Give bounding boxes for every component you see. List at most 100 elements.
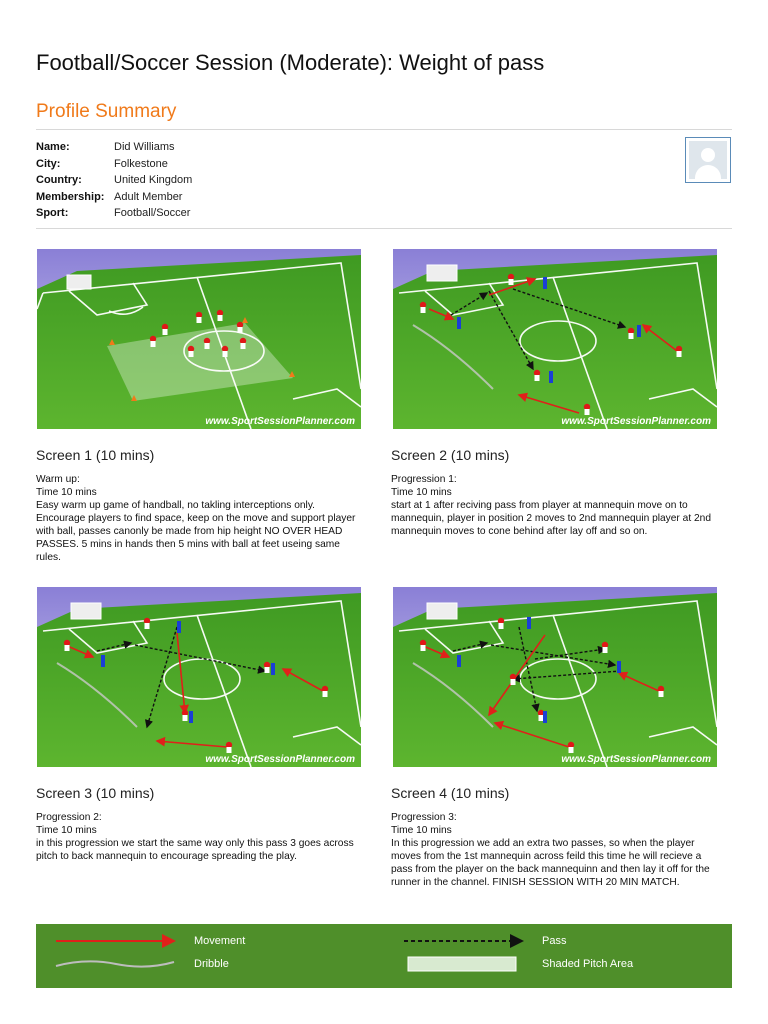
screen-1-description: Warm up: Time 10 mins Easy warm up game …: [36, 473, 366, 564]
player-icon: [509, 673, 517, 685]
profile-table: Name: Did Williams City: Folkestone Countr…: [36, 139, 192, 222]
mannequin-icon: [637, 325, 641, 337]
screen-text-line: Easy warm up game of handball, no taklin…: [36, 500, 356, 563]
watermark: www.SportSessionPlanner.com: [561, 416, 711, 427]
profile-label: City:: [36, 157, 61, 170]
page-title: Football/Soccer Session (Moderate): Weig…: [36, 50, 545, 75]
screen-text-line: Time 10 mins: [391, 825, 452, 836]
screen-text-line: Warm up:: [36, 474, 80, 485]
divider: [36, 228, 732, 229]
avatar: [685, 137, 731, 183]
profile-value: United Kingdom: [114, 174, 193, 187]
profile-label: Country:: [36, 174, 82, 187]
goal-icon: [70, 602, 102, 620]
mannequin-icon: [457, 655, 461, 667]
dribble-line-icon: [55, 960, 175, 968]
player-icon: [675, 345, 683, 357]
player-icon: [195, 311, 203, 323]
screen-text-line: Progression 3:: [391, 812, 457, 823]
screen-3-title: Screen 3 (10 mins): [36, 785, 155, 801]
player-icon: [187, 345, 195, 357]
mannequin-icon: [543, 711, 547, 723]
screen-1-title: Screen 1 (10 mins): [36, 447, 155, 463]
screen-1-diagram: www.SportSessionPlanner.com: [37, 249, 361, 429]
screen-3-diagram: www.SportSessionPlanner.com: [37, 587, 361, 767]
profile-row-country: Country: United Kingdom: [36, 172, 192, 189]
player-icon: [497, 617, 505, 629]
screen-text-line: start at 1 after reciving pass from play…: [391, 500, 711, 537]
player-icon: [537, 709, 545, 721]
watermark: www.SportSessionPlanner.com: [205, 754, 355, 765]
player-icon: [583, 403, 591, 415]
player-icon: [225, 741, 233, 753]
shaded-area-icon: [407, 956, 517, 972]
player-icon: [63, 639, 71, 651]
profile-row-membership: Membership: Adult Member: [36, 189, 192, 206]
player-icon: [627, 327, 635, 339]
goal-icon: [66, 274, 92, 290]
player-icon: [216, 309, 224, 321]
watermark: www.SportSessionPlanner.com: [205, 416, 355, 427]
player-icon: [221, 345, 229, 357]
mannequin-icon: [189, 711, 193, 723]
screen-4-title: Screen 4 (10 mins): [391, 785, 510, 801]
screen-text-line: Time 10 mins: [391, 487, 452, 498]
mannequin-icon: [457, 317, 461, 329]
profile-value: Did Williams: [114, 141, 175, 153]
player-icon: [601, 641, 609, 653]
goal-icon: [426, 264, 458, 282]
mannequin-icon: [101, 655, 105, 667]
screen-4-diagram: www.SportSessionPlanner.com: [393, 587, 717, 767]
screen-text-line: Time 10 mins: [36, 487, 97, 498]
mannequin-icon: [617, 661, 621, 673]
section-title: Profile Summary: [36, 101, 177, 122]
profile-label: Membership:: [36, 190, 105, 203]
mannequin-icon: [271, 663, 275, 675]
player-icon: [533, 369, 541, 381]
player-icon: [507, 273, 515, 285]
mannequin-icon: [543, 277, 547, 289]
profile-value: Football/Soccer: [114, 207, 191, 220]
player-icon: [181, 709, 189, 721]
profile-label: Sport:: [36, 207, 69, 220]
profile-label: Name:: [36, 141, 70, 153]
player-icon: [657, 685, 665, 697]
legend-pass-label: Pass: [542, 935, 567, 947]
user-silhouette-icon: [689, 141, 727, 179]
screen-text-line: in this progression we start the same wa…: [36, 838, 354, 862]
screen-2-diagram: www.SportSessionPlanner.com: [393, 249, 717, 429]
screen-text-line: Progression 2:: [36, 812, 102, 823]
profile-row-name: Name: Did Williams: [36, 139, 192, 156]
goal-icon: [426, 602, 458, 620]
screen-4-description: Progression 3: Time 10 mins In this prog…: [391, 811, 721, 889]
mannequin-icon: [177, 621, 181, 633]
player-icon: [203, 337, 211, 349]
profile-row-city: City: Folkestone: [36, 156, 192, 173]
legend-shaded-label: Shaded Pitch Area: [542, 958, 634, 970]
player-icon: [236, 321, 244, 333]
screen-text-line: Progression 1:: [391, 474, 457, 485]
screen-2-title: Screen 2 (10 mins): [391, 447, 510, 463]
mannequin-icon: [527, 617, 531, 629]
profile-value: Folkestone: [114, 157, 168, 170]
player-icon: [161, 323, 169, 335]
watermark: www.SportSessionPlanner.com: [561, 754, 711, 765]
profile-row-sport: Sport: Football/Soccer: [36, 205, 192, 222]
screen-2-description: Progression 1: Time 10 mins start at 1 a…: [391, 473, 721, 538]
player-icon: [419, 639, 427, 651]
divider: [36, 129, 732, 130]
screen-text-line: In this progression we add an extra two …: [391, 838, 710, 888]
legend-dribble-label: Dribble: [194, 958, 229, 970]
player-icon: [567, 741, 575, 753]
player-icon: [143, 617, 151, 629]
screen-text-line: Time 10 mins: [36, 825, 97, 836]
player-icon: [239, 337, 247, 349]
player-icon: [149, 335, 157, 347]
player-icon: [263, 661, 271, 673]
player-icon: [321, 685, 329, 697]
profile-value: Adult Member: [114, 190, 183, 203]
mannequin-icon: [549, 371, 553, 383]
legend-movement-label: Movement: [194, 935, 246, 947]
screen-3-description: Progression 2: Time 10 mins in this prog…: [36, 811, 366, 863]
legend: Movement Dribble Pass Shaded Pitch Area: [36, 924, 732, 988]
